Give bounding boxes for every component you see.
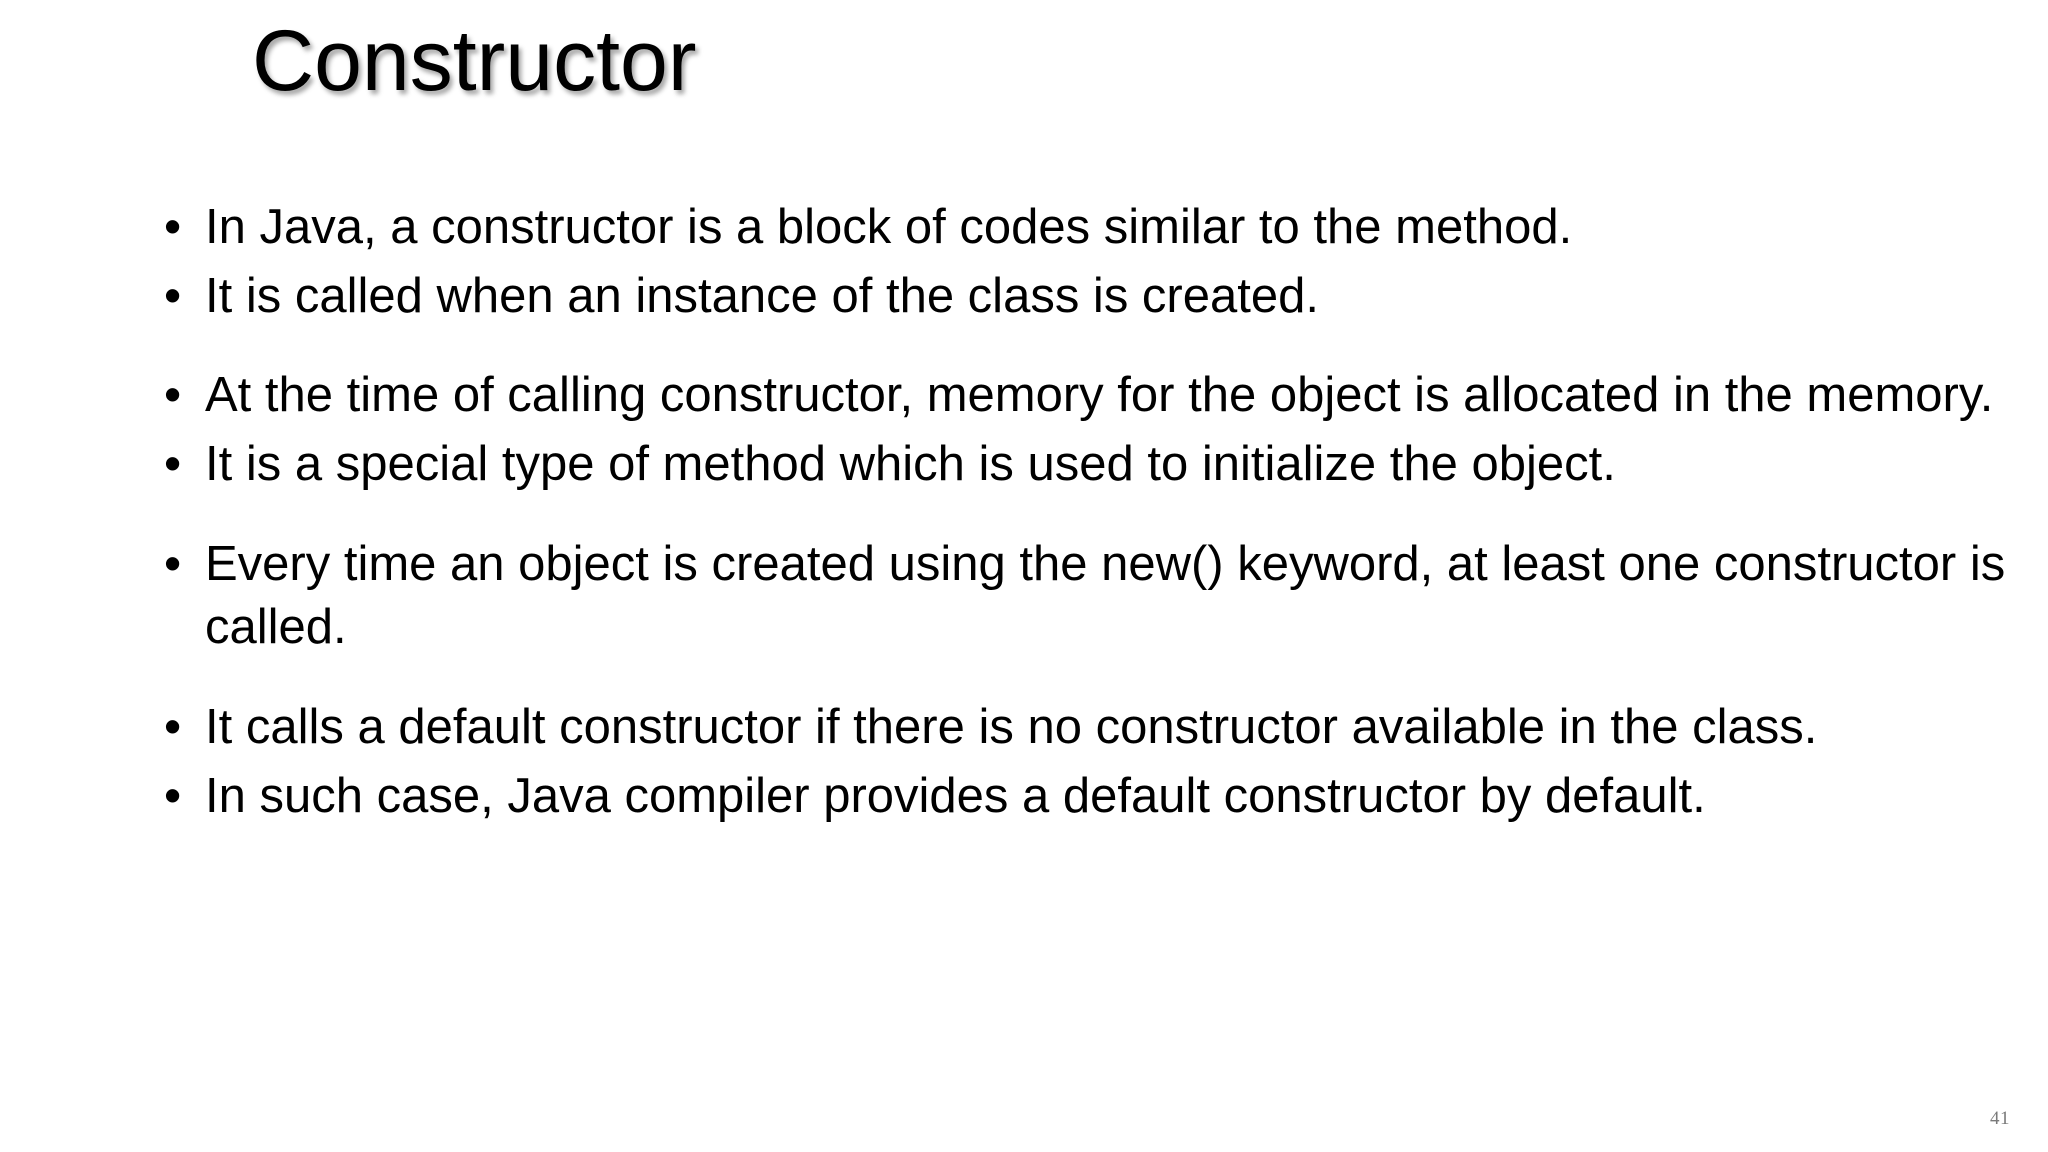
bullet-dot-icon: •: [164, 700, 182, 755]
list-item-label: Every time an object is created using th…: [205, 536, 2006, 655]
page-title: Constructor: [252, 13, 697, 109]
list-item: • It is called when an instance of the cl…: [160, 265, 2030, 329]
page-number: 41: [1990, 1108, 2010, 1129]
list-item: • It calls a default constructor if there…: [160, 696, 2030, 760]
list-item-label: It is called when an instance of the cla…: [205, 268, 1319, 323]
list-item-label: It calls a default constructor if there …: [205, 700, 1818, 755]
list-item: • It is a special type of method which is…: [160, 433, 2030, 497]
list-item: • At the time of calling constructor, mem…: [160, 364, 2030, 428]
bullet-dot-icon: •: [164, 200, 182, 254]
bullet-dot-icon: •: [164, 768, 182, 823]
list-item: • Every time an object is created using t…: [160, 533, 2030, 660]
bullet-dot-icon: •: [164, 268, 182, 323]
bullet-list: • In Java, a constructor is a block of co…: [160, 196, 2030, 829]
list-item-label: At the time of calling constructor, memo…: [205, 368, 1994, 423]
list-item: • In such case, Java compiler provides a …: [160, 765, 2030, 829]
list-item-label: In such case, Java compiler provides a d…: [205, 768, 1706, 823]
bullet-dot-icon: •: [164, 368, 182, 423]
list-item-label: It is a special type of method which is …: [205, 437, 1616, 492]
list-item-label: In Java, a constructor is a block of cod…: [205, 200, 1573, 254]
bullet-dot-icon: •: [164, 437, 182, 492]
list-item: • In Java, a constructor is a block of co…: [160, 196, 2030, 260]
bullet-dot-icon: •: [164, 536, 182, 591]
